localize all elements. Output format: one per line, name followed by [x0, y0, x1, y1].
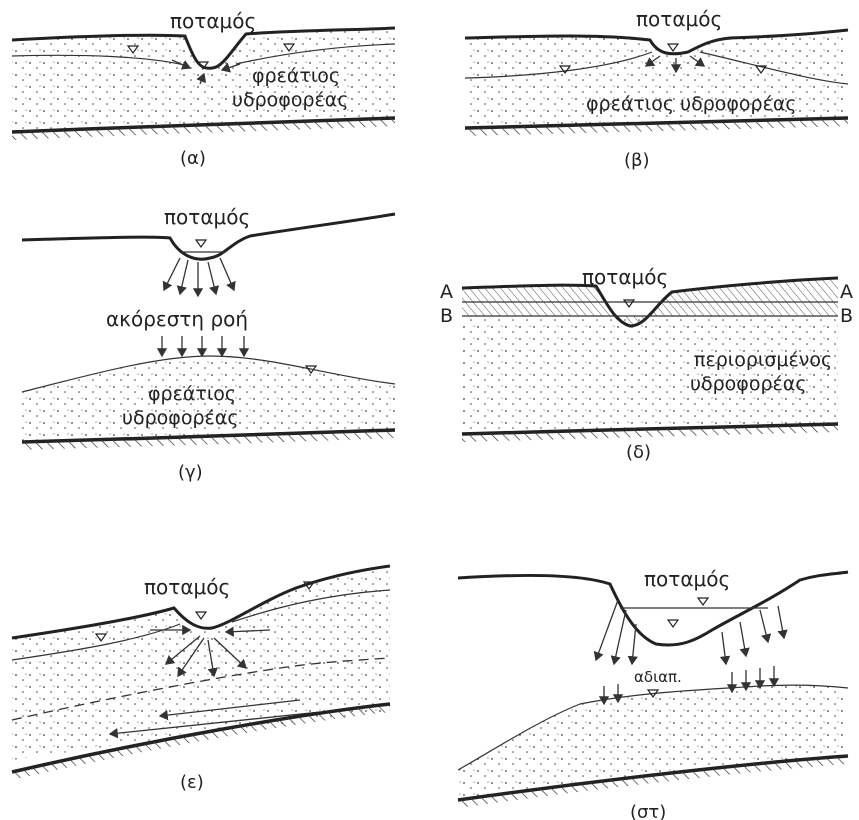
panel-b: ποταμός φρεάτιος υδροφορέας (β) [465, 7, 848, 171]
panel-a: ποταμός φρεάτιος υδροφορέας (α) [12, 9, 395, 169]
aquifer-label-line1: φρεάτιος [148, 383, 236, 405]
panel-d: A A B B ποταμός περιορισμένος υδροφορέας… [440, 265, 853, 463]
impermeable-layer-label: αδιαπ. [634, 668, 682, 686]
panel-c: ποταμός ακόρεστη ροή φρεάτιος υδροφορέας… [22, 205, 395, 483]
mark-a-right: A [840, 281, 853, 303]
mark-a-left: A [440, 281, 453, 303]
panel-caption: (α) [180, 148, 206, 169]
panel-caption: (στ) [630, 802, 666, 820]
river-label: ποταμός [582, 265, 668, 289]
panel-st: ποταμός αδιαπ. (στ) [458, 567, 848, 820]
panel-caption: (γ) [178, 462, 203, 483]
panel-caption: (ε) [180, 772, 204, 793]
panel-caption: (β) [624, 150, 650, 171]
aquifer-label: φρεάτιος υδροφορέας [586, 93, 797, 115]
panel-caption: (δ) [626, 442, 651, 463]
mark-b-right: B [840, 305, 853, 327]
river-label: ποταμός [164, 205, 250, 229]
unsaturated-flow-label: ακόρεστη ροή [106, 307, 248, 331]
river-label: ποταμός [644, 567, 730, 591]
aquifer-label-line1: περιορισμένος [694, 349, 832, 371]
river-label: ποταμός [144, 575, 230, 599]
aquifer-label-line2: υδροφορέας [232, 89, 348, 111]
aquifer-label-line1: φρεάτιος [252, 65, 340, 87]
mark-b-left: B [440, 305, 453, 327]
river-label: ποταμός [636, 7, 722, 31]
aquifer-label-line2: υδροφορέας [690, 373, 806, 395]
panel-e: ποταμός (ε) [12, 566, 390, 793]
aquifer-label-line2: υδροφορέας [122, 407, 238, 429]
river-label: ποταμός [170, 9, 256, 33]
